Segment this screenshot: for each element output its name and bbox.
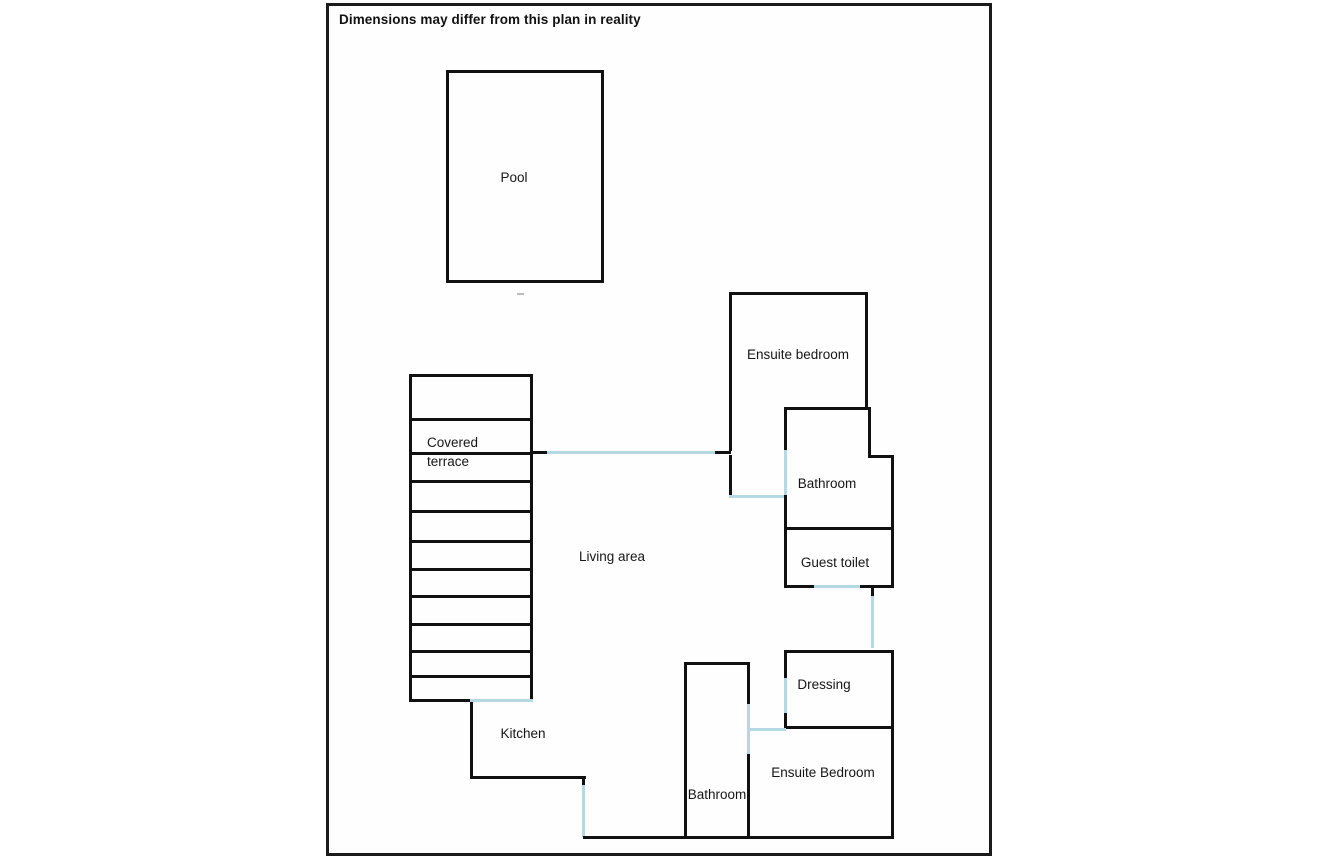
room-label-living-area: Living area <box>578 549 646 564</box>
guest-toilet-wall-bottom-left <box>784 585 816 588</box>
ensuite-upper-wall-right <box>865 292 868 410</box>
terrace-door-bottom[interactable] <box>470 699 533 702</box>
dressing-door-left[interactable] <box>784 678 787 715</box>
room-ensuite-bedroom-lower <box>750 729 894 839</box>
pool-wall-bottom <box>446 280 604 283</box>
kitchen-door-right[interactable] <box>582 785 585 837</box>
room-pool <box>446 70 604 283</box>
dressing-wall-left-bottom <box>784 713 787 729</box>
ensuite-upper-wall-left-lower <box>729 407 732 451</box>
corridor-wall-stub-upper <box>871 585 874 597</box>
room-label-ensuite-bedroom-upper: Ensuite bedroom <box>746 347 850 362</box>
room-kitchen <box>470 699 586 839</box>
guest-toilet-wall-left <box>784 530 787 588</box>
living-area-door-line[interactable] <box>533 451 729 454</box>
terrace-divider <box>409 595 533 598</box>
room-ensuite-bedroom-upper <box>729 292 868 410</box>
room-label-ensuite-bedroom-lower: Ensuite Bedroom <box>771 765 875 780</box>
terrace-wall-top <box>409 374 533 377</box>
room-label-covered-terrace-line1: Covered <box>427 435 479 450</box>
ensuite-bathroom-divider-wall <box>784 407 871 410</box>
ensuite-lower-wall-right <box>891 729 894 839</box>
kitchen-wall-right-lower <box>582 776 585 786</box>
ensuite-lower-wall-bottom <box>750 836 894 839</box>
room-label-bathroom-upper: Bathroom <box>797 476 857 491</box>
terrace-wall-left <box>409 374 412 702</box>
kitchen-wall-bottom <box>470 776 586 779</box>
bathroom-upper-wall-right-lower <box>891 455 894 530</box>
terrace-wall-right <box>530 374 533 702</box>
bathroom-upper-wall-left-bottom <box>784 495 787 530</box>
corridor-door-vertical[interactable] <box>871 596 874 648</box>
bathroom-upper-wall-right-upper <box>868 407 871 458</box>
room-label-guest-toilet: Guest toilet <box>800 555 870 570</box>
dressing-wall-top <box>784 650 894 653</box>
room-label-dressing: Dressing <box>797 677 851 692</box>
room-guest-toilet <box>784 530 894 588</box>
living-wall-stub-right <box>715 451 731 454</box>
pool-wall-left <box>446 70 449 283</box>
kitchen-wall-left <box>470 702 473 779</box>
plan-frame-border <box>326 3 992 856</box>
bathroom-upper-door-left[interactable] <box>784 450 787 495</box>
bathroom-upper-wall-step <box>868 455 894 458</box>
bathroom-lower-wall-right-lower <box>747 754 750 839</box>
pool-drain-mark <box>517 293 524 295</box>
bathroom-lower-wall-top <box>684 662 750 665</box>
terrace-divider <box>409 452 533 455</box>
terrace-divider <box>409 510 533 513</box>
dressing-wall-left-top <box>784 650 787 678</box>
room-label-kitchen: Kitchen <box>500 726 546 741</box>
guest-toilet-wall-bottom-right <box>860 585 894 588</box>
pool-wall-right <box>601 70 604 283</box>
room-label-pool: Pool <box>500 170 528 185</box>
ensuite-upper-wall-top <box>729 292 868 295</box>
ensuite-vestibule-door-bottom[interactable] <box>729 495 785 498</box>
bathroom-guesttoilet-divider <box>784 527 894 530</box>
bathroom-upper-wall-left-top <box>784 407 787 450</box>
bathroom-lower-wall-left <box>684 662 687 839</box>
dressing-wall-right <box>891 650 894 729</box>
terrace-divider <box>409 540 533 543</box>
pool-wall-top <box>446 70 604 73</box>
guest-toilet-wall-right <box>891 530 894 588</box>
ensuite-upper-wall-left <box>729 292 732 407</box>
kitchen-wall-bottom-outer <box>583 836 685 839</box>
room-bathroom-upper <box>784 407 894 530</box>
bathroom-lower-wall-bottom-stub <box>684 836 750 839</box>
terrace-divider <box>409 650 533 653</box>
terrace-divider <box>409 568 533 571</box>
terrace-divider <box>409 675 533 678</box>
dressing-wall-bottom <box>784 726 894 729</box>
ensuite-vestibule-wall-left <box>729 455 732 497</box>
guest-toilet-door-bottom[interactable] <box>814 585 862 588</box>
corridor-door-lower-horizontal[interactable] <box>748 728 786 731</box>
living-wall-stub-left <box>533 451 547 454</box>
terrace-divider <box>409 418 533 421</box>
terrace-divider <box>409 623 533 626</box>
room-dressing <box>784 650 894 729</box>
room-label-covered-terrace-line2: terrace <box>427 454 470 469</box>
room-covered-terrace <box>409 374 533 702</box>
room-bathroom-lower <box>684 662 750 839</box>
plan-disclaimer-note: Dimensions may differ from this plan in … <box>339 12 641 27</box>
terrace-divider <box>409 480 533 483</box>
room-label-bathroom-lower: Bathroom <box>687 787 747 802</box>
bathroom-lower-wall-right-upper <box>747 662 750 704</box>
